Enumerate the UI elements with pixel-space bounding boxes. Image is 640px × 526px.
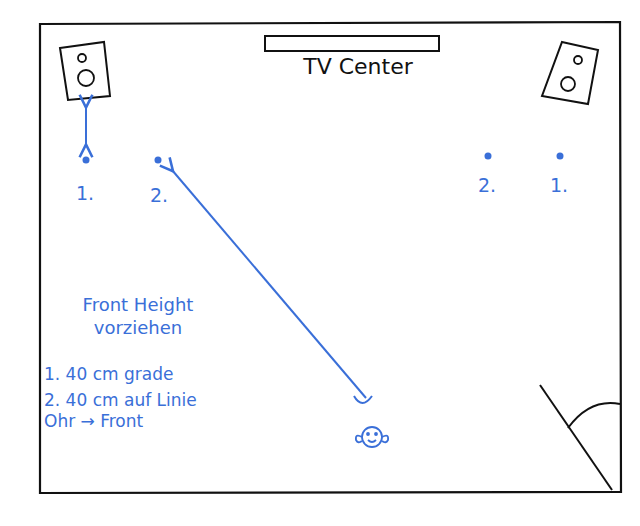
position-number: 1. <box>550 174 568 198</box>
position-dot <box>557 153 564 160</box>
tv-center-label: TV Center <box>303 55 413 79</box>
position-dot <box>485 153 492 160</box>
distance-arrow <box>85 106 87 146</box>
right-speaker <box>542 42 598 104</box>
left-speaker <box>60 42 110 100</box>
note-line: 1. 40 cm grade <box>44 364 173 385</box>
position-number: 1. <box>76 182 94 206</box>
listener-head <box>356 427 388 447</box>
position-dot <box>83 157 90 164</box>
node-text: TV Center <box>303 55 413 79</box>
position-number: 2. <box>478 174 496 198</box>
ear-line-arrow <box>172 170 366 398</box>
note-heading: Front Height vorziehen <box>58 294 218 339</box>
door <box>540 385 620 490</box>
room-wall <box>40 22 621 493</box>
note-line: 2. 40 cm auf Linie Ohr → Front <box>44 390 229 433</box>
position-dot <box>155 157 162 164</box>
tv-bar <box>265 36 439 51</box>
position-number: 2. <box>150 184 168 208</box>
arrow-tail <box>354 396 372 403</box>
